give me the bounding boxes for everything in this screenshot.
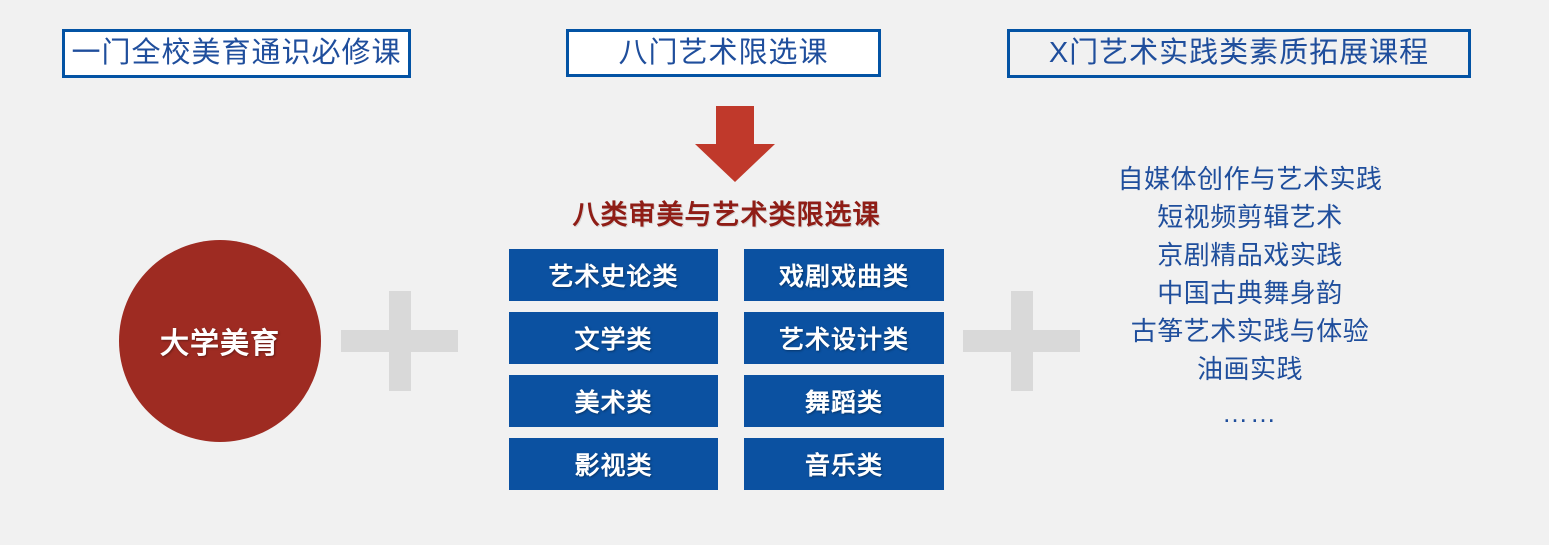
tile-literature[interactable]: 文学类 bbox=[509, 312, 718, 364]
practice-item-self-media-creation: 自媒体创作与艺术实践 bbox=[1117, 164, 1383, 194]
practice-item-chinese-classical-dance: 中国古典舞身韵 bbox=[1157, 278, 1343, 308]
circle-university-aesthetics: 大学美育 bbox=[119, 240, 321, 442]
tile-column-right: 戏剧戏曲类 艺术设计类 舞蹈类 音乐类 bbox=[744, 249, 944, 490]
center-heading: 八类审美与艺术类限选课 bbox=[572, 200, 881, 230]
practice-list-ellipsis: …… bbox=[1222, 398, 1278, 428]
tile-drama-opera[interactable]: 戏剧戏曲类 bbox=[744, 249, 944, 301]
plus-icon-2 bbox=[963, 291, 1080, 391]
header-box-general-required-course: 一门全校美育通识必修课 bbox=[62, 29, 411, 78]
tile-music[interactable]: 音乐类 bbox=[744, 438, 944, 490]
tile-fine-arts[interactable]: 美术类 bbox=[509, 375, 718, 427]
practice-course-list: 自媒体创作与艺术实践 短视频剪辑艺术 京剧精品戏实践 中国古典舞身韵 古筝艺术实… bbox=[1080, 160, 1420, 432]
header-box-2-label: 八门艺术限选课 bbox=[618, 36, 829, 69]
tile-dance[interactable]: 舞蹈类 bbox=[744, 375, 944, 427]
plus-icon-2-vertical-bar bbox=[1011, 291, 1033, 391]
practice-item-guzheng-practice: 古筝艺术实践与体验 bbox=[1130, 316, 1370, 346]
tile-column-left: 艺术史论类 文学类 美术类 影视类 bbox=[509, 249, 718, 490]
practice-item-peking-opera: 京剧精品戏实践 bbox=[1157, 240, 1343, 270]
plus-icon-1 bbox=[341, 291, 458, 391]
header-box-eight-art-electives: 八门艺术限选课 bbox=[566, 29, 881, 77]
header-box-1-label: 一门全校美育通识必修课 bbox=[71, 37, 402, 69]
arrow-down-icon-head bbox=[695, 144, 775, 182]
practice-item-oil-painting: 油画实践 bbox=[1196, 354, 1303, 384]
practice-item-short-video-editing: 短视频剪辑艺术 bbox=[1157, 202, 1343, 232]
tile-film-television[interactable]: 影视类 bbox=[509, 438, 718, 490]
tile-art-history-theory[interactable]: 艺术史论类 bbox=[509, 249, 718, 301]
tile-art-design[interactable]: 艺术设计类 bbox=[744, 312, 944, 364]
header-box-3-label: X门艺术实践类素质拓展课程 bbox=[1048, 37, 1430, 69]
arrow-down-icon bbox=[695, 106, 775, 182]
arrow-down-icon-shaft bbox=[716, 106, 754, 148]
header-box-art-practice-courses: X门艺术实践类素质拓展课程 bbox=[1007, 29, 1471, 78]
circle-label: 大学美育 bbox=[159, 328, 280, 360]
plus-icon-1-vertical-bar bbox=[389, 291, 411, 391]
